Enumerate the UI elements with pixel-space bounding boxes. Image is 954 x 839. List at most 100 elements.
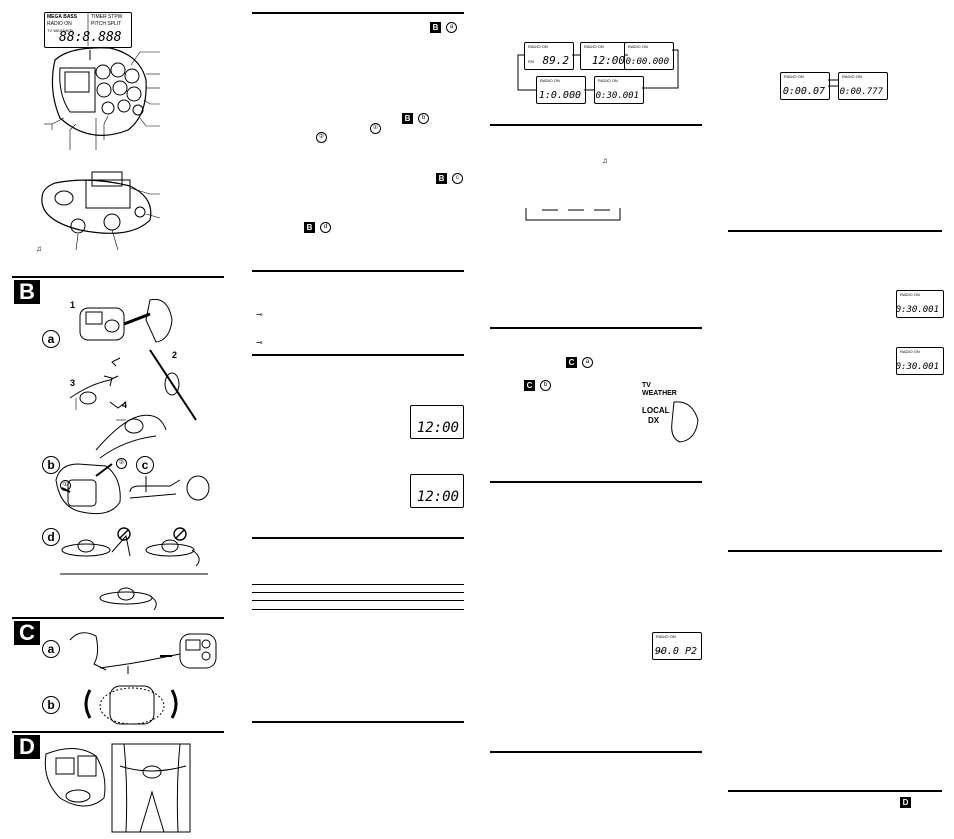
flow-lcd-1: RADIO ON FM 89.2 [524, 42, 574, 70]
col2-ref-b1: B [430, 22, 441, 33]
col3-loop-diagram [525, 208, 621, 221]
col4-lcd-4-top: RADIO ON [900, 349, 920, 354]
flow-lcd-1-top: RADIO ON [528, 44, 548, 49]
col4-ref-d: D [900, 797, 911, 808]
flow-arrows [517, 49, 679, 91]
step-1-label: 1 [70, 300, 76, 310]
col3-ref-c2-sub: b [540, 380, 551, 391]
flow-lcd-4-value: 1:0.000 [538, 90, 581, 101]
flow-lcd-2: RADIO ON 12:00 [580, 42, 630, 70]
flow-lcd-5: RADIO ON 0:30.001 [594, 76, 644, 104]
lcd-timer-stpw: TIMER STPW [91, 14, 123, 20]
section-b-box: B [14, 280, 40, 304]
text-column-3: RADIO ON FM 89.2 RADIO ON 12:00 RADIO ON… [484, 0, 714, 839]
table-line-3 [252, 600, 464, 601]
lcd-pitch-split: PITCH SPLIT [91, 21, 122, 27]
label-b-d: d [42, 528, 60, 546]
step-2-label: 2 [172, 350, 178, 360]
headphone-icon: ♫ [36, 244, 42, 253]
dial-tv-weather: TV WEATHER [642, 382, 677, 397]
col2-ref-b3: B [436, 173, 447, 184]
key-icon-1: ⊸ [256, 310, 263, 319]
col2-ref-b4: B [304, 222, 315, 233]
col4-lcd-4: RADIO ON 0:30.001 [896, 347, 944, 375]
table-line-4 [252, 609, 464, 610]
preset-lcd: RADIO ON FM 90.0 P2 [652, 632, 702, 660]
flow-lcd-5-value: 0:30.001 [595, 91, 639, 101]
col2-ref-b2-sub: b [418, 113, 429, 124]
flow-lcd-3-top: RADIO ON [628, 44, 648, 49]
flow-lcd-3: RADIO ON 0:00.000 [624, 42, 674, 70]
label-c-a: a [42, 640, 60, 658]
col3-ref-c1-sub: a [582, 357, 593, 368]
col2-display-1-value: 12:00 [416, 420, 459, 436]
label-b-a: a [42, 330, 60, 348]
col2-rule-1 [252, 12, 464, 14]
col4-lcd-3-value: 0:30.001 [895, 305, 939, 315]
col2-ref-b4-sub: d [320, 222, 331, 233]
col3-rule-3 [490, 481, 702, 483]
section-c-rule [12, 617, 224, 619]
col3-rule-2 [490, 327, 702, 329]
col4-lcd-3-top: RADIO ON [900, 292, 920, 297]
col4-rule-1 [728, 230, 942, 232]
section-c-drawings [69, 632, 217, 725]
col2-rule-5 [252, 721, 464, 723]
col2-ref-b1-sub: a [446, 22, 457, 33]
flow-lcd-5-top: RADIO ON [598, 78, 618, 83]
lcd-radio-on: RADIO ON [47, 21, 72, 27]
section-d-box: D [14, 735, 40, 759]
step-4-label: 4 [122, 400, 128, 410]
lcd-mega-bass: MEGA BASS [47, 14, 78, 20]
section-d-drawings [44, 743, 191, 833]
preset-lcd-value: 90.0 P2 [654, 646, 697, 657]
tv-band-dial: TV WEATHER LOCAL DX [632, 382, 702, 452]
flow-lcd-4-top: RADIO ON [540, 78, 560, 83]
unit-front-drawing [44, 12, 160, 150]
col4-toggle-arrows [828, 79, 838, 87]
text-column-4: RADIO ON 0:00.07 RADIO ON 0:00.777 RADIO… [724, 0, 950, 839]
unit-open-drawing [41, 171, 161, 251]
flow-lcd-1-side: FM [528, 59, 534, 64]
col4-lcd-3: RADIO ON 0:30.001 [896, 290, 944, 318]
table-line-2 [252, 592, 464, 593]
col3-headphone-icon: ♫ [602, 156, 608, 165]
label-b-b: b [42, 456, 60, 474]
col4-lcd-1: RADIO ON 0:00.07 [780, 72, 830, 100]
label-b-b-step1: ① [60, 480, 71, 491]
preset-lcd-top: RADIO ON [656, 634, 676, 639]
col2-display-2: 12:00 [410, 474, 464, 508]
dial-local: LOCAL [642, 406, 670, 415]
figure-column: MEGA BASS TIMER STPW RADIO ON PITCH SPLI… [0, 0, 230, 839]
col2-ref-b2: B [402, 113, 413, 124]
col4-rule-2 [728, 550, 942, 552]
preset-lcd-side: FM [656, 649, 662, 654]
flow-lcd-3-value: 0:00.000 [625, 57, 669, 67]
col2-rule-2 [252, 270, 464, 272]
col4-rule-3 [728, 790, 942, 792]
section-c-box: C [14, 621, 40, 645]
flow-lcd-4: RADIO ON 1:0.000 [536, 76, 586, 104]
table-line-1 [252, 584, 464, 585]
col4-lcd-2-top: RADIO ON [842, 74, 862, 79]
flow-lcd-2-value: 12:00 [591, 54, 625, 67]
col3-ref-c2: C [524, 380, 535, 391]
lcd-tv-weather: TV WEATHER [47, 28, 73, 33]
col4-lcd-2-value: 0:00.777 [839, 87, 883, 97]
col2-ref-b3-sub: c [452, 173, 463, 184]
section-b-drawings [55, 298, 210, 611]
section-b-rule [12, 276, 224, 278]
col2-display-1: 12:00 [410, 405, 464, 439]
col4-lcd-1-top: RADIO ON [784, 74, 804, 79]
col2-display-2-value: 12:00 [416, 489, 459, 505]
col3-ref-c1: C [566, 357, 577, 368]
label-b-c: c [136, 456, 154, 474]
section-d-rule [12, 731, 224, 733]
step-3-label: 3 [70, 378, 76, 388]
col4-lcd-4-value: 0:30.001 [895, 362, 939, 372]
label-c-b: b [42, 696, 60, 714]
col4-lcd-2: RADIO ON 0:00.777 [838, 72, 888, 100]
col4-lcd-1-value: 0:00.07 [782, 86, 825, 97]
flow-lcd-2-top: RADIO ON [584, 44, 604, 49]
col2-ref-step2: ② [316, 132, 327, 143]
